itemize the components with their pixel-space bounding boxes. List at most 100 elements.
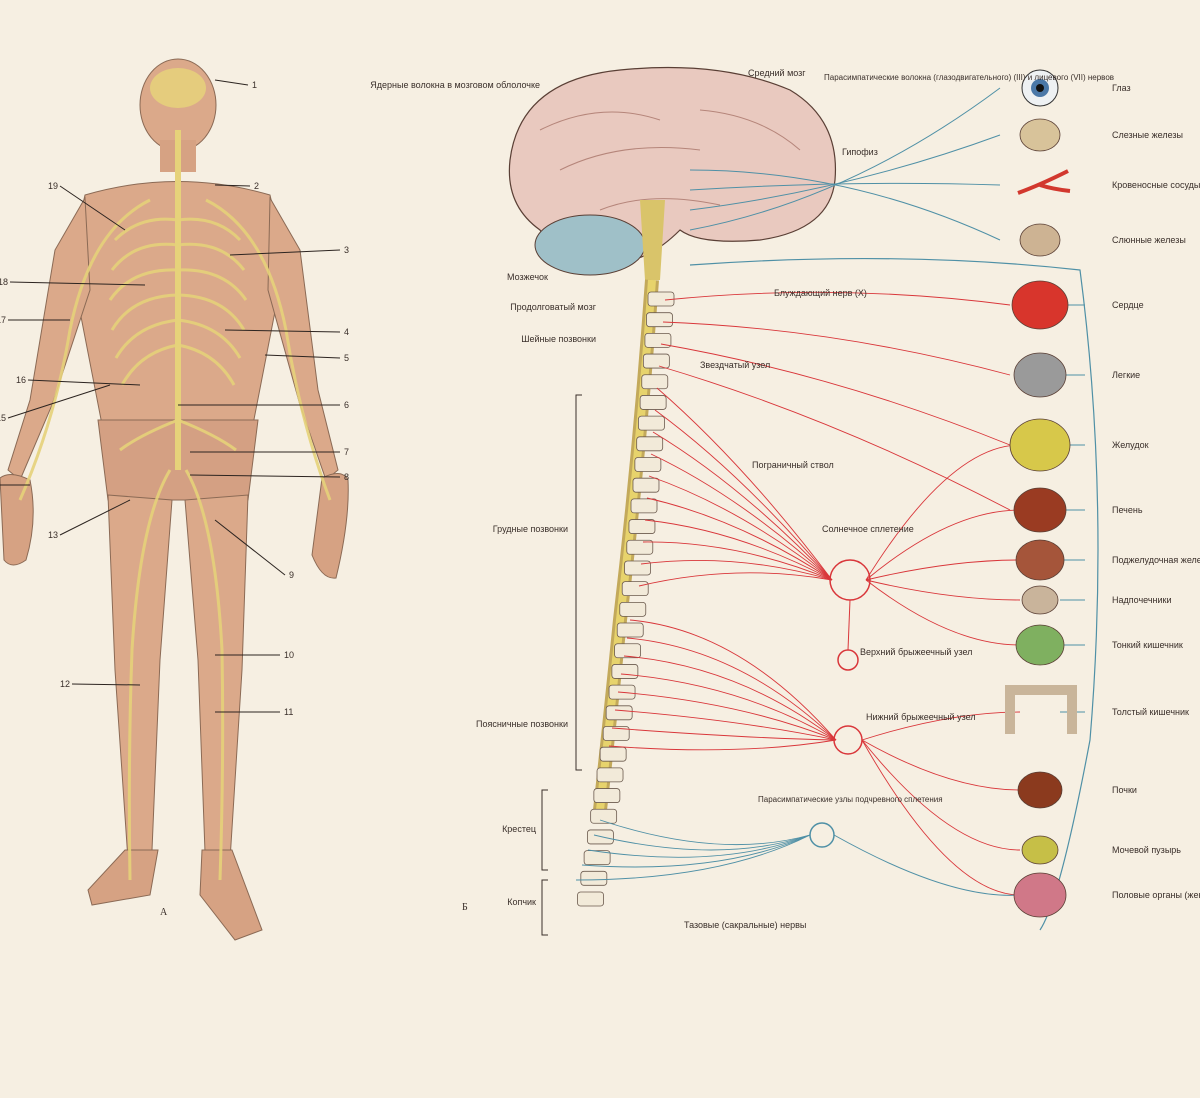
vertebra	[624, 560, 651, 576]
organ-stomach	[1009, 418, 1071, 472]
sympathetic-nerve	[664, 291, 1011, 306]
postganglionic-nerve	[861, 739, 1021, 791]
label-inf-mesenteric: Нижний брыжеечный узел	[866, 712, 976, 722]
pupil-icon	[1036, 84, 1044, 92]
organs	[1005, 69, 1077, 918]
pelvic-nerve	[833, 834, 1021, 896]
parasympathetic-nerve	[689, 87, 1001, 231]
organ-label-smallint: Тонкий кишечник	[1112, 640, 1183, 650]
sacral-parasymp-ganglion	[809, 822, 835, 848]
vertebra	[602, 726, 630, 741]
label-vagus: Блуждающий нерв (X)	[774, 288, 867, 298]
number-label-n18: 18	[0, 277, 8, 287]
postganglionic-nerve	[861, 739, 1021, 851]
label-coccyx: Копчик	[507, 897, 536, 907]
leader-line-n18	[9, 281, 146, 286]
vertebra	[611, 664, 639, 679]
organ-label-lacrimal: Слезные железы	[1112, 130, 1183, 140]
leader-line-n8	[189, 474, 341, 478]
leader-line-n19	[59, 185, 126, 231]
label-celiac: Солнечное сплетение	[822, 524, 914, 534]
vertebra	[599, 746, 627, 762]
label-pituitary: Гипофиз	[842, 147, 878, 157]
vertebra	[580, 870, 608, 886]
pelvic-nerve	[593, 834, 811, 851]
sympathetic-nerve	[626, 637, 837, 741]
vertebra	[638, 415, 665, 431]
organ-label-kidneys: Надпочечники	[1112, 595, 1171, 605]
organ-label-liver: Печень	[1112, 505, 1143, 515]
leader-line-n15	[7, 384, 111, 419]
number-label-n16: 16	[16, 375, 26, 385]
sympathetic-nerve	[656, 387, 833, 581]
organ-pancreas	[1015, 539, 1065, 581]
organ-largeint	[1005, 685, 1077, 734]
leader-line-n12	[71, 683, 141, 686]
leader-line-n9	[214, 519, 286, 576]
parasympathetic-nerve	[689, 169, 1001, 241]
sympathetic-nerve	[660, 343, 1011, 446]
vertebra	[628, 519, 656, 534]
sympathetic-nerve	[650, 453, 833, 581]
label-pelvic-nerves: Тазовые (сакральные) нервы	[684, 920, 806, 930]
label-lumbar: Поясничные позвонки	[476, 719, 568, 729]
sympathetic-nerve	[652, 431, 833, 581]
organ-heart	[1011, 280, 1069, 330]
number-label-n5: 5	[344, 353, 349, 363]
organ-label-salivary: Слюнные железы	[1112, 235, 1186, 245]
figure-a-labels: 12345678910111213141516171819	[0, 79, 349, 717]
vertebra	[646, 312, 673, 328]
postganglionic-nerve	[865, 559, 1021, 581]
label-border-trunk: Пограничный ствол	[752, 460, 834, 470]
pelvic-nerve	[575, 834, 811, 881]
ganglia	[809, 559, 871, 848]
number-label-n7: 7	[344, 447, 349, 457]
sympathetic-nerve	[620, 673, 837, 741]
parasympathetic-nerve	[689, 134, 1001, 211]
vertebra	[644, 332, 672, 348]
label-cervical: Шейные позвонки	[521, 334, 596, 344]
vagus-nerve	[689, 257, 1099, 931]
panel-label-b: Б	[462, 902, 468, 913]
nerve-pathways	[575, 87, 1099, 931]
label-sup-mesenteric: Верхний брыжеечный узел	[860, 647, 972, 657]
organ-label-genitals: Половые органы (женские)	[1112, 890, 1200, 900]
vertebra	[636, 436, 664, 452]
leader-line-n3	[229, 249, 341, 256]
sympathetic-nerve	[648, 475, 833, 581]
organ-label-stomach: Желудок	[1112, 440, 1149, 450]
panel-label-a: А	[160, 907, 168, 918]
organ-label-vessels: Кровеносные сосуды	[1112, 180, 1200, 190]
number-label-n4: 4	[344, 327, 349, 337]
organ-kidneys	[1021, 585, 1059, 615]
leader-line-n13	[59, 499, 131, 536]
number-label-n10: 10	[284, 650, 294, 660]
number-label-n17: 17	[0, 315, 6, 325]
vertebra	[634, 457, 662, 472]
vertebra	[619, 601, 647, 617]
vertebra	[593, 788, 621, 803]
sympathetic-nerve	[658, 365, 1011, 511]
leader-line-n4	[224, 329, 341, 333]
label-medulla: Мозжечок	[507, 272, 548, 282]
pelvic-nerve	[581, 834, 811, 868]
vertebral-column	[577, 291, 675, 907]
label-thoracic: Грудные позвонки	[493, 524, 568, 534]
sympathetic-nerve	[623, 655, 837, 741]
label-stellate: Звездчатый узел	[700, 360, 770, 370]
vertebra	[577, 891, 604, 907]
vertebra	[642, 353, 670, 369]
vertebra	[626, 539, 654, 555]
number-label-n13: 13	[48, 530, 58, 540]
sympathetic-nerve	[629, 619, 837, 741]
organ-label-kidney: Почки	[1112, 785, 1137, 795]
label-brain-nuclei: Ядерные волокна в мозговом облолочке	[370, 80, 540, 90]
vertebra	[614, 643, 641, 659]
sup-mesenteric-ganglion	[837, 649, 859, 671]
postganglionic-nerve	[861, 739, 1021, 896]
vertebra	[647, 291, 675, 307]
leader-line-n5	[264, 354, 341, 359]
